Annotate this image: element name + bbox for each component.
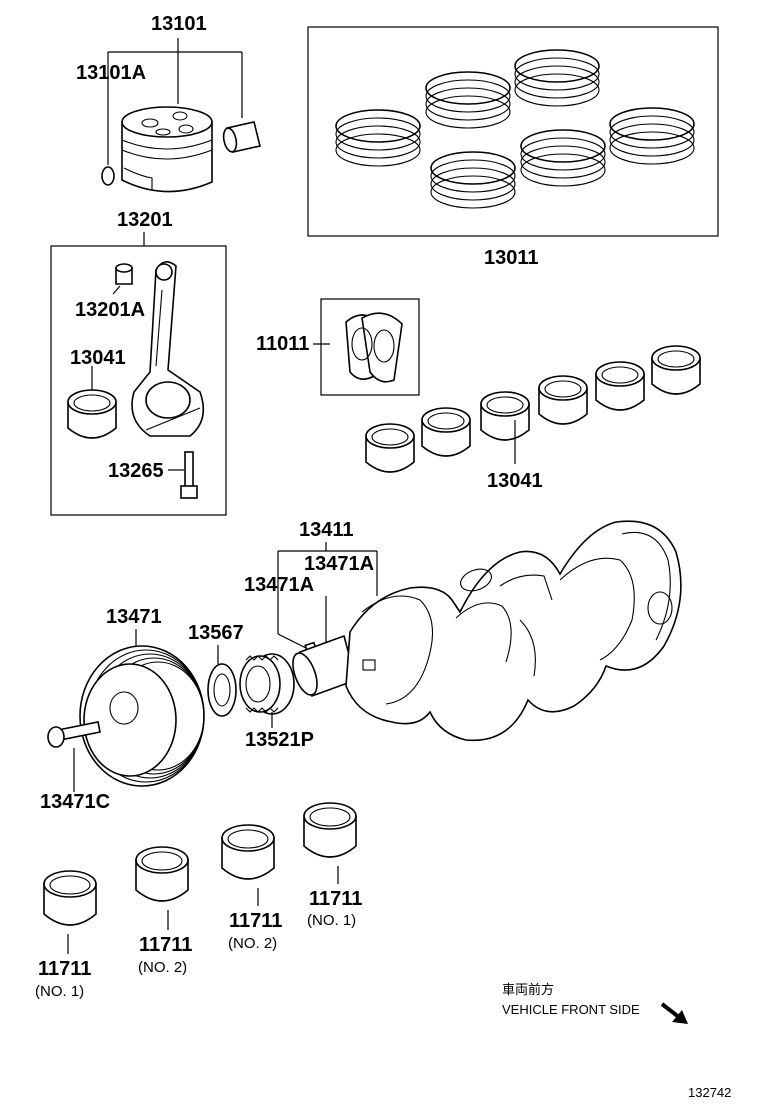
vehicle-front-indicator: 車両前方 VEHICLE FRONT SIDE [502,982,688,1024]
crankshaft-group: 13411 13471A 13471A [244,519,682,742]
ring-stack [425,71,511,129]
piston-clip-illustration [101,166,115,186]
bearing-shell [421,407,471,457]
label-main-bearing-2: 11711 [139,934,192,956]
ring-set-frame [307,26,719,237]
main-bearing-illustration [303,802,357,858]
label-main-bearing-3: 11711 [229,910,282,932]
label-crankshaft: 13411 [299,519,354,541]
label-key-lower: 13471A [244,574,314,596]
thrust-washer-frame [320,298,420,396]
ring-stack [514,49,600,107]
label-sprocket: 13521P [245,729,314,751]
timing-sprocket-illustration [239,653,295,715]
rod-assy-frame [50,245,227,516]
label-piston-set: 13101 [151,13,207,35]
label-pulley-bolt: 13471C [40,791,110,813]
ring-stack [430,151,516,209]
label-rod-bushing: 13201A [75,299,145,321]
label-piston-clip: 13101A [76,62,146,84]
ring-stack [609,107,695,165]
piston-ring-group: 13011 [307,26,719,269]
pulley-bolt-illustration [47,721,101,748]
label-rod-bearings-row: 13041 [487,470,543,492]
label-pulley: 13471 [106,606,162,628]
label-main-bearing-4-note: (NO. 1) [307,912,356,929]
label-key-upper: 13471A [304,553,374,575]
label-main-bearing-3-note: (NO. 2) [228,935,277,952]
arrow-down-right-icon [660,1002,688,1024]
illustration-number: 132742 [688,1085,731,1100]
main-bearing-illustration [135,846,189,902]
label-main-bearing-1: 11711 [38,958,91,980]
rod-bearings-row: 13041 [365,345,701,492]
label-main-bearing-2-note: (NO. 2) [138,959,187,976]
direction-english: VEHICLE FRONT SIDE [502,1002,640,1017]
thrust-washer-illustration [345,312,403,383]
direction-japanese: 車両前方 [502,982,554,997]
piston-pin-illustration [222,121,261,153]
rod-bushing-illustration [115,263,133,285]
crank-pulley-illustration [79,645,205,787]
thrust-washer-group: 11011 [256,298,420,396]
plate-illustration [207,663,237,717]
label-main-bearing-4: 11711 [309,888,362,910]
ring-stack [335,109,421,167]
bearing-shell [651,345,701,395]
label-rod-assy: 13201 [117,209,173,231]
label-thrust-washer: 11011 [256,333,309,355]
label-ring-set: 13011 [484,247,539,269]
connecting-rod-illustration [131,261,205,437]
bearing-shell [538,375,588,425]
bearing-shell [365,423,415,473]
label-plate: 13567 [188,622,244,644]
main-bearing-illustration [43,870,97,926]
rod-bolt-illustration [180,451,198,499]
label-rod-bearing: 13041 [70,347,126,369]
main-bearings-group: 11711 (NO. 1) 11711 (NO. 2) 11711 (NO. 2… [35,802,362,1000]
label-rod-bolt: 13265 [108,460,164,482]
front-end-group: 13471 13471C 13567 [40,606,314,813]
crankshaft-illustration [292,520,682,742]
ring-stacks [335,49,695,209]
piston-group: 13101 13101A [76,13,261,193]
bearing-shell [595,361,645,411]
bearing-shell [480,391,530,441]
piston-illustration [121,106,213,193]
rod-bearing-illustration [67,389,117,439]
ring-stack [520,129,606,187]
main-bearing-illustration [221,824,275,880]
connecting-rod-group: 13201 13201A 13041 [50,209,227,516]
label-main-bearing-1-note: (NO. 1) [35,983,84,1000]
